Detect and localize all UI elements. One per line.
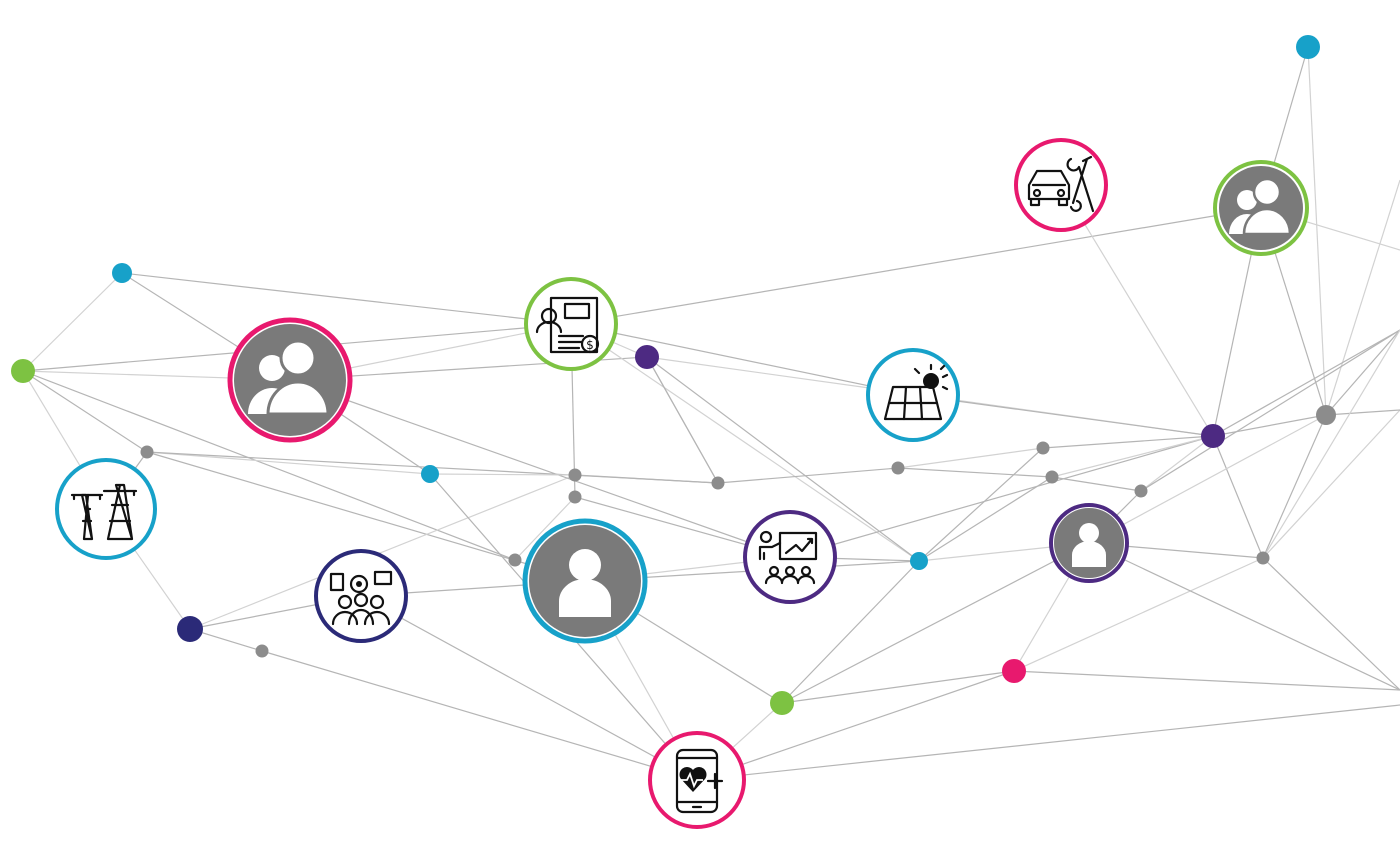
- network-edges: [22, 46, 1400, 781]
- network-dot: [11, 359, 35, 383]
- svg-text:$: $: [586, 338, 594, 352]
- connection-line: [22, 370, 148, 453]
- single-person-icon: [1072, 523, 1106, 567]
- network-dot: [770, 691, 794, 715]
- training-presentation-icon: [758, 530, 818, 585]
- connection-line: [429, 473, 576, 476]
- connection-line: [1051, 435, 1214, 478]
- connection-line: [1013, 557, 1264, 672]
- connection-line: [789, 435, 1214, 558]
- connection-line: [261, 650, 698, 781]
- team-skills-icon: [329, 570, 393, 626]
- network-dot: [140, 445, 154, 459]
- connection-line: [1051, 476, 1142, 492]
- connection-line: [897, 447, 1044, 469]
- connection-line: [1325, 179, 1400, 416]
- node-person-blue[interactable]: [522, 518, 648, 644]
- node-mobile-health-pink[interactable]: [648, 731, 746, 829]
- connection-line: [146, 451, 431, 475]
- connection-line: [912, 394, 1214, 437]
- node-employment-green[interactable]: $: [524, 277, 618, 371]
- connection-line: [646, 356, 920, 562]
- group-person-icon: [1229, 177, 1292, 236]
- network-dot: [255, 644, 269, 658]
- connection-line: [781, 670, 1015, 704]
- connection-line: [1307, 46, 1327, 416]
- network-dot: [1296, 35, 1320, 59]
- solar-panel-icon: [883, 363, 949, 421]
- node-group-green[interactable]: [1213, 160, 1309, 256]
- connection-line: [1212, 435, 1264, 559]
- network-dot: [1002, 659, 1026, 683]
- connection-line: [646, 356, 719, 484]
- node-team-navy[interactable]: [314, 549, 408, 643]
- node-power-towers-blue[interactable]: [55, 458, 157, 560]
- network-dot: [508, 553, 522, 567]
- network-dot: [1134, 484, 1148, 498]
- connection-line: [1262, 557, 1400, 691]
- network-dot: [910, 552, 928, 570]
- connection-line: [918, 447, 1044, 562]
- connection-line: [360, 595, 698, 781]
- connection-line: [918, 476, 1053, 562]
- connection-line: [1088, 542, 1400, 691]
- connection-line: [189, 474, 576, 630]
- network-dots: [11, 35, 1336, 715]
- network-dot: [1201, 424, 1225, 448]
- connection-line: [1262, 329, 1400, 559]
- connection-line: [1042, 435, 1214, 449]
- connection-line: [781, 542, 1090, 704]
- network-dot: [421, 465, 439, 483]
- mobile-health-icon: [675, 748, 724, 814]
- connection-line: [289, 379, 791, 558]
- connection-line: [1212, 329, 1400, 437]
- node-person-purple[interactable]: [1049, 503, 1129, 583]
- connection-line: [574, 474, 719, 484]
- connection-line: [1325, 409, 1400, 416]
- connection-line: [514, 496, 576, 561]
- connection-line: [570, 323, 914, 396]
- node-solar-blue[interactable]: [866, 348, 960, 442]
- connection-line: [696, 670, 1015, 781]
- connection-line: [781, 560, 920, 704]
- connection-line: [121, 272, 572, 325]
- connection-line: [1060, 184, 1214, 437]
- connection-line: [1088, 414, 1327, 544]
- connection-line: [1140, 435, 1214, 492]
- node-training-purple[interactable]: [743, 510, 837, 604]
- network-dot: [568, 490, 582, 504]
- node-auto-repair-pink[interactable]: [1014, 138, 1108, 232]
- network-dot: [112, 263, 132, 283]
- connection-line: [22, 370, 516, 561]
- group-person-icon: [248, 339, 330, 416]
- single-person-icon: [559, 549, 611, 617]
- node-group-pink[interactable]: [227, 317, 353, 443]
- network-dot: [1256, 551, 1270, 565]
- network-dot: [1036, 441, 1050, 455]
- connection-line: [1262, 414, 1327, 559]
- connection-line: [570, 207, 1262, 325]
- connection-line: [1262, 409, 1400, 559]
- power-line-towers-icon: [70, 483, 138, 541]
- connection-line: [696, 704, 1400, 781]
- network-dot: [891, 461, 905, 475]
- auto-repair-icon: [1027, 155, 1095, 213]
- connection-line: [22, 272, 123, 372]
- network-dot: [177, 616, 203, 642]
- network-dot: [1045, 470, 1059, 484]
- employment-document-icon: $: [535, 296, 600, 354]
- connection-line: [717, 467, 899, 484]
- connection-line: [1140, 329, 1400, 492]
- network-dot: [1316, 405, 1336, 425]
- connection-line: [1325, 329, 1400, 416]
- connection-line: [1212, 414, 1327, 437]
- connection-line: [1013, 670, 1400, 691]
- connection-line: [570, 323, 920, 562]
- network-dot: [711, 476, 725, 490]
- network-dot: [635, 345, 659, 369]
- connection-line: [897, 467, 1053, 478]
- network-dot: [568, 468, 582, 482]
